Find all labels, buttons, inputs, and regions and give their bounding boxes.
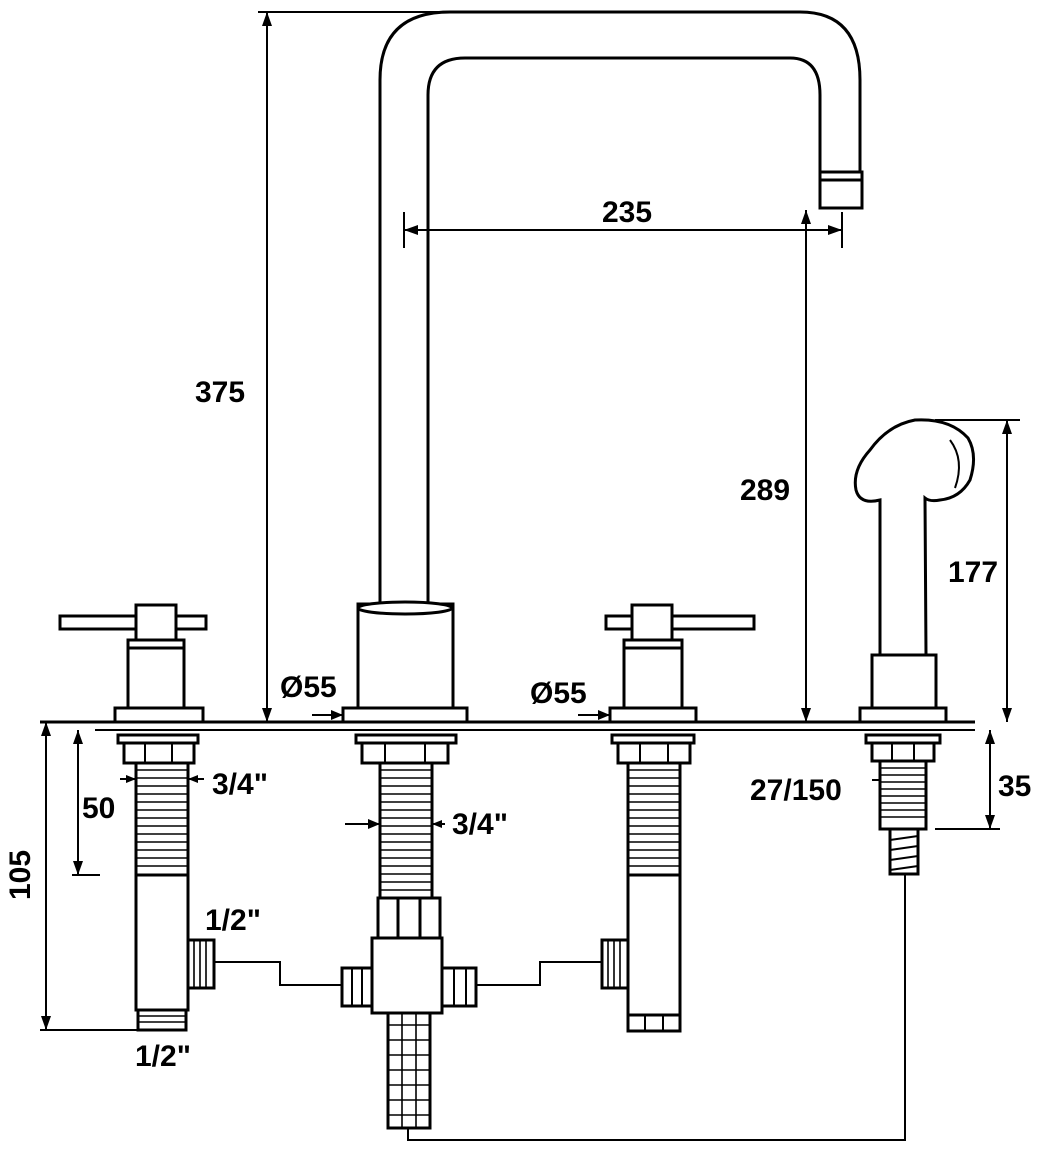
label-diameter-left: Ø55 [280, 671, 337, 704]
label-under-height: 105 [4, 850, 37, 900]
right-valve [600, 603, 756, 1033]
center-hex-nut [376, 896, 442, 940]
spout-base [341, 600, 469, 724]
label-under-thread-length: 50 [82, 792, 115, 825]
label-height-total: 375 [195, 376, 245, 409]
left-valve-flange [113, 706, 205, 724]
right-lever [604, 614, 756, 631]
label-thread-center: 3/4" [452, 808, 508, 841]
label-outlet-bottom: 1/2" [135, 1040, 191, 1073]
label-reach: 235 [602, 196, 652, 229]
center-mixer-body [340, 733, 478, 1130]
label-thread-left: 3/4" [212, 768, 268, 801]
spout-base-flange [341, 706, 469, 724]
left-lever [58, 614, 208, 631]
spout-aerator [818, 170, 864, 210]
left-valve-nut [122, 741, 196, 765]
center-right-connector [440, 966, 478, 1008]
label-spray-height: 177 [948, 556, 998, 589]
spray-shank [878, 759, 928, 831]
spray-flange [858, 706, 948, 724]
center-tee [370, 936, 444, 1015]
left-valve-thread [136, 769, 188, 867]
right-valve-thread [628, 769, 680, 867]
left-valve-bottom-outlet [136, 1008, 188, 1032]
left-valve-side-outlet [186, 938, 216, 990]
label-spray-shank: 27/150 [750, 774, 842, 807]
dimension-labels: 375 235 289 177 Ø55 Ø55 105 50 3/4" 3/4"… [4, 196, 1031, 1073]
connection-lines [214, 874, 906, 1141]
hand-spray [853, 418, 975, 876]
center-thread [380, 769, 432, 891]
label-spray-shank-height: 35 [998, 770, 1031, 803]
right-valve-side-outlet [600, 938, 630, 990]
right-valve-bottom-cap [626, 1013, 682, 1033]
center-left-connector [340, 966, 374, 1008]
spray-head [853, 418, 975, 657]
label-spout-clearance: 289 [740, 474, 790, 507]
spout [378, 10, 864, 605]
label-outlet-side: 1/2" [205, 904, 261, 937]
left-valve [58, 603, 216, 1032]
label-diameter-right: Ø55 [530, 677, 587, 710]
spray-nut [870, 741, 936, 763]
right-valve-nut [616, 741, 692, 765]
center-nut [360, 741, 450, 765]
right-valve-flange [608, 706, 698, 724]
dimension-lines [40, 11, 1020, 1031]
